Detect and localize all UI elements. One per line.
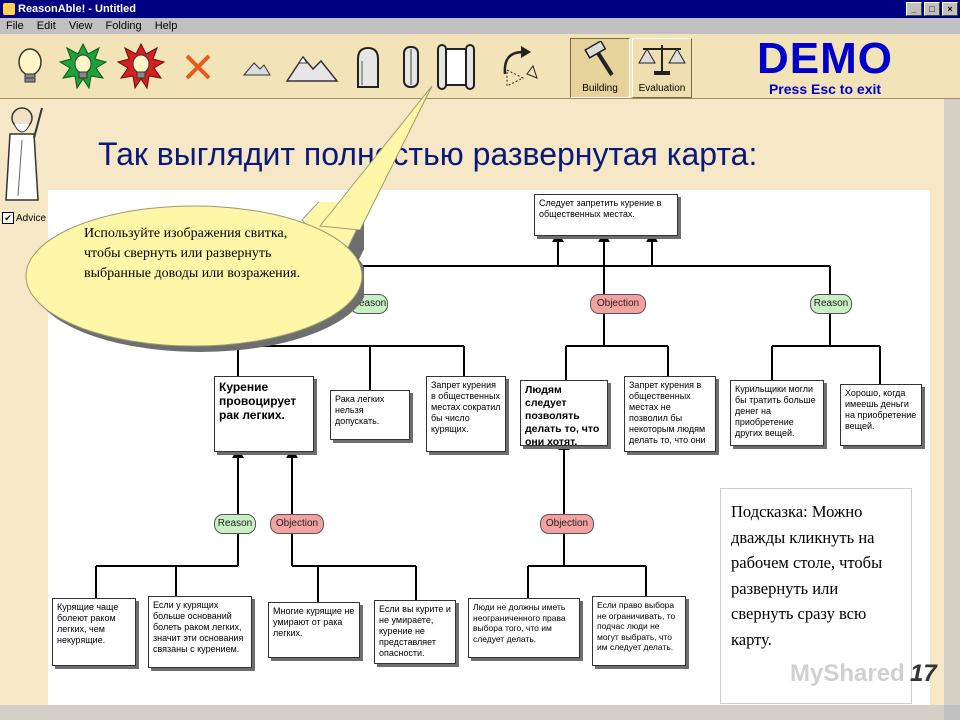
watermark: MyShared xyxy=(790,660,905,687)
green-burst-bulb-icon[interactable] xyxy=(58,40,108,94)
hint-text: Подсказка: Можно дважды кликнуть на рабо… xyxy=(731,502,883,649)
close-button[interactable]: × xyxy=(942,2,958,16)
menu-view[interactable]: View xyxy=(68,20,93,32)
menu-folding[interactable]: Folding xyxy=(105,20,142,32)
toolbar: Building Evaluation xyxy=(0,34,960,99)
bulb-icon[interactable] xyxy=(10,40,50,94)
slide-number: 17 xyxy=(910,660,937,687)
demo-title: DEMO xyxy=(757,34,893,83)
open-scroll-icon[interactable] xyxy=(434,40,478,94)
root-claim-node[interactable]: Следует запретить курение в общественных… xyxy=(534,194,678,236)
balloon-text: Используйте изображения свитка, чтобы св… xyxy=(84,226,301,281)
rotate-arrow-icon[interactable] xyxy=(496,40,542,94)
reason-pill-right[interactable]: Reason xyxy=(810,294,852,314)
claim-node-good-spend[interactable]: Хорошо, когда имеешь деньги на приобрете… xyxy=(840,384,922,446)
building-mode-button[interactable]: Building xyxy=(570,38,630,98)
claim-node-if-right[interactable]: Если право выбора не ограничивать, то по… xyxy=(592,596,686,666)
claim-node-if-smoke-not-die[interactable]: Если вы курите и не умираете, курение не… xyxy=(374,600,456,664)
claim-node-lung[interactable]: Рака легких нельзя допускать. xyxy=(330,390,410,440)
hammer-icon xyxy=(584,40,614,77)
claim-node-if-more[interactable]: Если у курящих больше оснований болеть р… xyxy=(148,596,252,668)
argument-map-canvas[interactable]: Следует запретить курение в общественных… xyxy=(48,190,930,705)
app-icon xyxy=(3,3,15,15)
advice-toggle[interactable]: ✔ Advice xyxy=(2,212,46,224)
horizontal-scrollbar[interactable] xyxy=(0,705,944,720)
claim-node-smokers-more[interactable]: Курящие чаще болеют раком легких, чем не… xyxy=(52,598,136,666)
tombstone-icon[interactable] xyxy=(348,40,388,94)
delete-x-icon[interactable] xyxy=(178,40,218,94)
evaluation-mode-button[interactable]: Evaluation xyxy=(632,38,692,98)
advice-label: Advice xyxy=(16,212,47,224)
red-burst-bulb-icon[interactable] xyxy=(116,40,166,94)
building-mode-label: Building xyxy=(582,83,618,94)
map-connectors xyxy=(95,232,881,602)
claim-node-ban-reduce[interactable]: Запрет курения в общественных местах сок… xyxy=(426,376,506,452)
demo-subtitle: Press Esc to exit xyxy=(768,81,882,97)
hint-box: Подсказка: Можно дважды кликнуть на рабо… xyxy=(720,488,912,704)
claim-node-many-not-die[interactable]: Многие курящие не умирают от рака легких… xyxy=(268,602,360,658)
claim-node-ban-not-allow[interactable]: Запрет курения в общественных местах не … xyxy=(624,376,716,452)
claim-node-no-right[interactable]: Люди не должны иметь неограниченного пра… xyxy=(468,598,580,658)
claim-node-cancer[interactable]: Курение провоцирует рак легких. xyxy=(214,376,314,452)
vertical-scrollbar[interactable] xyxy=(944,99,960,705)
advice-checkbox[interactable]: ✔ xyxy=(2,212,14,224)
slide-title: Так выглядит полностью развернутая карта… xyxy=(98,136,758,172)
claim-node-people-do[interactable]: Людям следует позволять делать то, что о… xyxy=(520,380,608,448)
advice-speech-balloon xyxy=(25,202,364,352)
maximize-button[interactable]: □ xyxy=(924,2,940,16)
menu-help[interactable]: Help xyxy=(154,20,178,32)
closed-scroll-icon[interactable] xyxy=(396,40,426,94)
menu-file[interactable]: File xyxy=(6,20,24,32)
menu-edit[interactable]: Edit xyxy=(36,20,56,32)
advisor-philosopher-icon[interactable] xyxy=(0,100,44,210)
window-title: ReasonAble! - Untitled xyxy=(18,3,136,15)
claim-node-smokers-spend[interactable]: Курильщики могли бы тратить больше денег… xyxy=(730,380,824,446)
minimize-button[interactable]: _ xyxy=(906,2,922,16)
evaluation-mode-label: Evaluation xyxy=(638,83,686,94)
objection-pill-people-do[interactable]: Objection xyxy=(540,514,594,534)
menu-bar: File Edit View Folding Help xyxy=(0,18,960,34)
small-mountain-icon[interactable] xyxy=(240,40,274,94)
balloon-pointer xyxy=(319,85,433,230)
scales-icon xyxy=(638,45,686,75)
mountains-icon[interactable] xyxy=(284,40,340,94)
objection-pill-cancer[interactable]: Objection xyxy=(270,514,324,534)
window-titlebar: ReasonAble! - Untitled _ □ × xyxy=(0,0,960,18)
demo-banner: DEMO Press Esc to exit xyxy=(750,34,900,97)
reason-pill-cancer[interactable]: Reason xyxy=(214,514,256,534)
objection-pill-middle[interactable]: Objection xyxy=(590,294,646,314)
window-controls: _ □ × xyxy=(906,2,958,16)
